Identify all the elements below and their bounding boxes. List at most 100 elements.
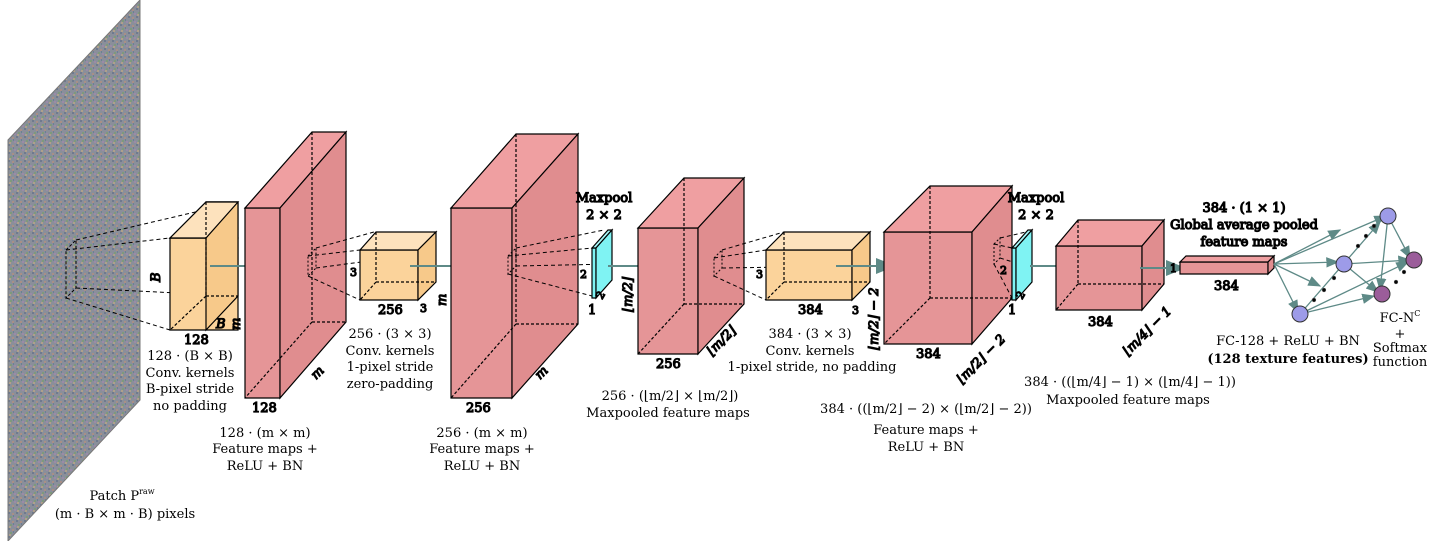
pmap2-dim-a: ⌊m/4⌋ − 1 bbox=[1120, 304, 1175, 359]
conv2-caption-2: Conv. kernels bbox=[346, 344, 435, 359]
pool2-title-1: Maxpool bbox=[1008, 191, 1065, 206]
output-neuron bbox=[1373, 285, 1391, 303]
hidden-neuron bbox=[1291, 305, 1309, 323]
fmap1-caption-1: 128 · (m × m) bbox=[219, 426, 310, 441]
ellipsis-dot bbox=[1321, 287, 1327, 293]
input-caption-line1: Patch P bbox=[89, 489, 139, 504]
fmap3-caption: 384 · ((⌊m/2⌋ − 2) × (⌊m/2⌋ − 2)) Featur… bbox=[820, 402, 1032, 455]
ellipsis-dot bbox=[1393, 279, 1399, 285]
pmap1-block: ⌊m/2⌋ ⌊m/2⌋ 256 bbox=[620, 176, 746, 373]
output-neuron bbox=[1405, 251, 1423, 269]
fmap2-caption-1: 256 · (m × m) bbox=[436, 426, 527, 441]
conv2-depth: 256 bbox=[378, 303, 403, 318]
fmap3-depth: 384 bbox=[916, 347, 941, 362]
softmax-caption: FC-NC + Softmax function bbox=[1373, 309, 1428, 370]
ellipsis-dot bbox=[1363, 233, 1369, 239]
conv1-caption-2: Conv. kernels bbox=[146, 366, 235, 381]
pmap1-dim-a: ⌊m/2⌋ bbox=[621, 276, 636, 312]
hidden-neuron bbox=[1379, 207, 1397, 225]
fmap3-caption-2: Feature maps + bbox=[873, 423, 979, 438]
conv2-caption: 256 · (3 × 3) Conv. kernels 1-pixel stri… bbox=[346, 327, 435, 392]
pool2-depth: 1 bbox=[1008, 303, 1016, 318]
fmap1-caption-3: ReLU + BN bbox=[227, 459, 303, 474]
pmap1-depth: 256 bbox=[656, 357, 681, 372]
fc-caption: FC-128 + ReLU + BN (128 texture features… bbox=[1207, 334, 1368, 367]
pool1-title-2: 2 × 2 bbox=[586, 208, 622, 223]
svg-text:FC-NC: FC-NC bbox=[1380, 309, 1421, 326]
fmap1-depth: 128 bbox=[252, 401, 277, 416]
conv1-caption: 128 · (B × B) Conv. kernels B-pixel stri… bbox=[146, 349, 235, 414]
pool2-dim-a: 2 bbox=[1000, 264, 1007, 277]
conv2-kernel-block: 3 3 256 bbox=[349, 230, 438, 319]
input-caption-line2: (m · B × m · B) pixels bbox=[55, 507, 195, 522]
fmap2-caption-3: ReLU + BN bbox=[444, 459, 520, 474]
ellipsis-dot bbox=[1311, 297, 1317, 303]
conv3-dim-a: 3 bbox=[756, 268, 763, 281]
conv2-dim-a: 3 bbox=[350, 266, 357, 279]
gap-title-1: 384 · (1 × 1) bbox=[1202, 201, 1285, 216]
gap-title-2: Global average pooled bbox=[1170, 218, 1318, 233]
pool1-dim-a: 2 bbox=[580, 268, 587, 281]
conv3-caption-1: 384 · (3 × 3) bbox=[768, 327, 851, 342]
conv1-dim-b: B bbox=[215, 317, 226, 332]
ellipsis-dot bbox=[1355, 243, 1361, 249]
pool2-block: Maxpool 2 × 2 2 2 1 bbox=[999, 190, 1065, 318]
gap-block: 384 · (1 × 1) Global average pooled feat… bbox=[1169, 200, 1318, 294]
conv3-kernel-block: 3 3 384 bbox=[755, 230, 872, 319]
pmap1-caption-2: Maxpooled feature maps bbox=[586, 406, 750, 421]
conv3-caption-2: Conv. kernels bbox=[766, 344, 855, 359]
pmap2-caption: 384 · ((⌊m/4⌋ − 1) × (⌊m/4⌋ − 1)) Maxpoo… bbox=[1024, 375, 1236, 408]
conv3-depth: 384 bbox=[798, 303, 823, 318]
ellipsis-dot bbox=[1331, 275, 1337, 281]
gap-depth: 384 bbox=[1214, 279, 1239, 294]
fmap2-block: m m 256 bbox=[434, 132, 580, 417]
conv3-caption: 384 · (3 × 3) Conv. kernels 1-pixel stri… bbox=[728, 327, 897, 375]
conv2-caption-3: 1-pixel stride bbox=[347, 360, 434, 375]
softmax-caption-sup: C bbox=[1414, 309, 1420, 318]
fmap3-caption-1: 384 · ((⌊m/2⌋ − 2) × (⌊m/2⌋ − 2)) bbox=[820, 402, 1032, 417]
softmax-caption-1: FC-N bbox=[1380, 311, 1415, 326]
fmap2-dim-a: m bbox=[435, 294, 450, 306]
input-caption-sup: raw bbox=[139, 487, 155, 496]
input-patch: Patch Praw (m · B × m · B) pixels bbox=[7, 0, 195, 543]
svg-text:Patch Praw: Patch Praw bbox=[89, 487, 154, 504]
pool2-title-2: 2 × 2 bbox=[1018, 208, 1054, 223]
hidden-neuron bbox=[1335, 255, 1353, 273]
conv1-dim-a: B bbox=[149, 272, 164, 283]
fmap1-dim-a: m bbox=[229, 318, 244, 330]
pmap1-caption-1: 256 · (⌊m/2⌋ × ⌊m/2⌋) bbox=[602, 389, 739, 404]
fmap3-dim-a: ⌊m/2⌋ − 2 bbox=[867, 287, 882, 350]
conv1-depth: 128 bbox=[184, 333, 209, 348]
ellipsis-dot bbox=[1371, 223, 1377, 229]
fmap2-caption-2: Feature maps + bbox=[429, 442, 535, 457]
softmax-caption-2: + bbox=[1395, 327, 1406, 342]
fc-neurons bbox=[1291, 207, 1423, 323]
fmap3-block: ⌊m/2⌋ − 2 ⌊m/2⌋ − 2 384 bbox=[866, 184, 1014, 387]
fmap1-caption-2: Feature maps + bbox=[212, 442, 318, 457]
pool1-block: Maxpool 2 × 2 2 2 1 bbox=[575, 190, 633, 318]
conv1-kernel-block: B B 128 bbox=[148, 201, 240, 349]
pmap1-caption: 256 · (⌊m/2⌋ × ⌊m/2⌋) Maxpooled feature … bbox=[586, 389, 750, 421]
fmap2-depth: 256 bbox=[466, 401, 491, 416]
fmap1-caption: 128 · (m × m) Feature maps + ReLU + BN bbox=[212, 426, 318, 474]
fc-caption-2: (128 texture features) bbox=[1207, 352, 1368, 367]
softmax-caption-3: Softmax bbox=[1373, 341, 1428, 356]
conv2-caption-4: zero-padding bbox=[347, 377, 434, 392]
pmap2-block: ⌊m/4⌋ − 1 384 bbox=[1054, 218, 1176, 359]
conv1-caption-4: no padding bbox=[153, 399, 227, 414]
gap-dim-a: 1 bbox=[1170, 262, 1177, 275]
pool1-title-1: Maxpool bbox=[576, 191, 633, 206]
pmap2-caption-2: Maxpooled feature maps bbox=[1046, 393, 1210, 408]
fmap3-caption-3: ReLU + BN bbox=[888, 440, 964, 455]
fmap2-caption: 256 · (m × m) Feature maps + ReLU + BN bbox=[429, 426, 535, 474]
gap-title-3: feature maps bbox=[1201, 235, 1288, 250]
ellipsis-dot bbox=[1401, 269, 1407, 275]
conv2-caption-1: 256 · (3 × 3) bbox=[348, 327, 431, 342]
pmap2-caption-1: 384 · ((⌊m/4⌋ − 1) × (⌊m/4⌋ − 1)) bbox=[1024, 375, 1236, 390]
pool1-depth: 1 bbox=[588, 303, 596, 318]
pmap2-depth: 384 bbox=[1088, 315, 1113, 330]
conv1-caption-3: B-pixel stride bbox=[146, 382, 235, 397]
conv3-caption-3: 1-pixel stride, no padding bbox=[728, 360, 897, 375]
